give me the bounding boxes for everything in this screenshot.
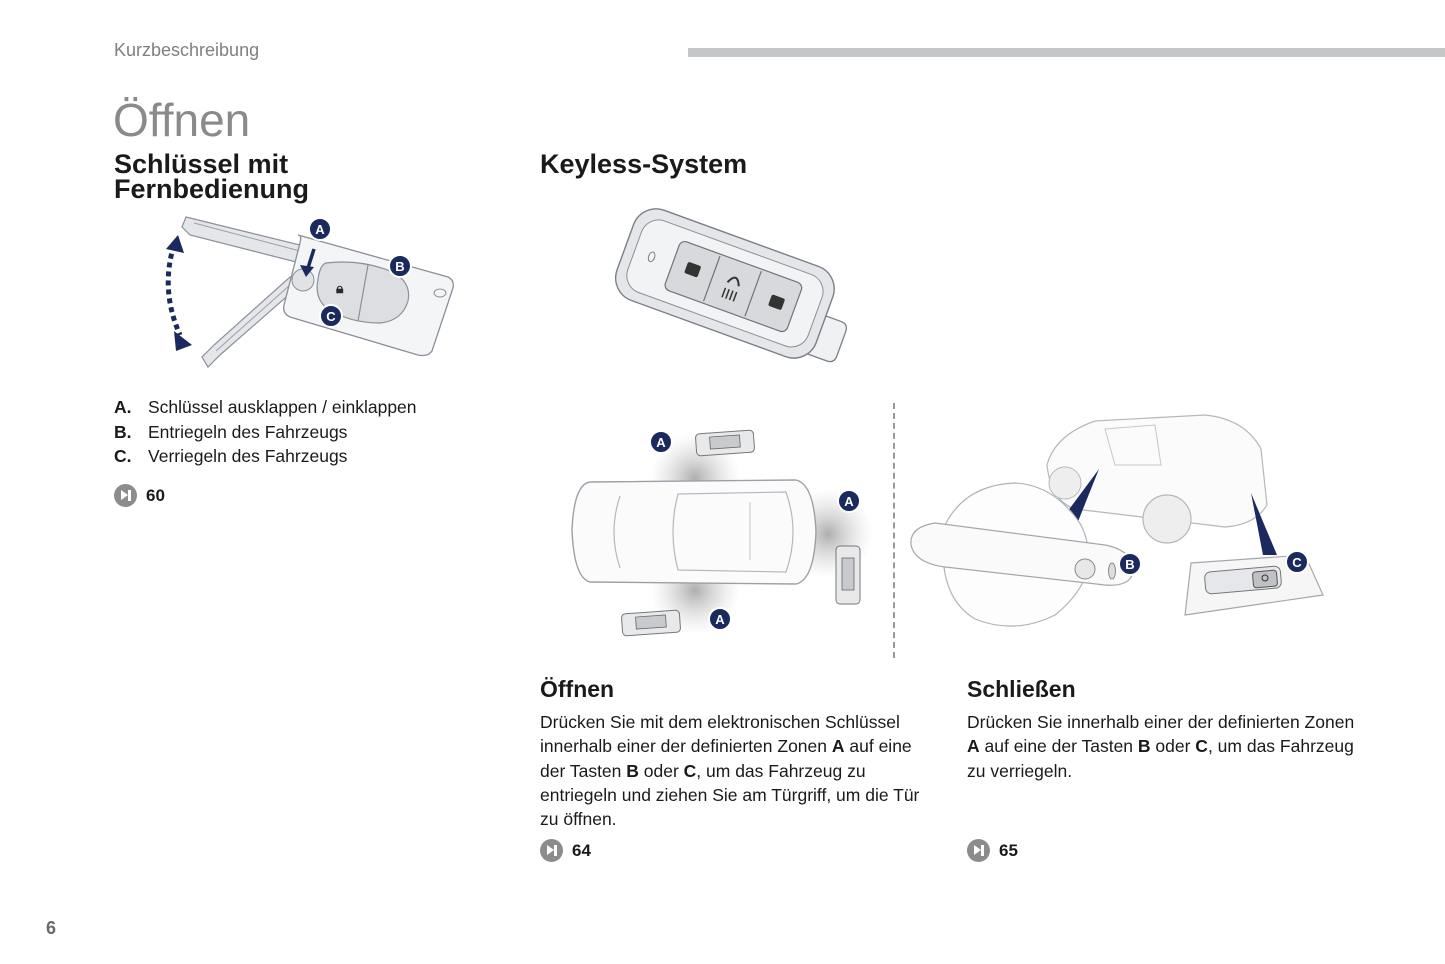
header-bar (688, 48, 1445, 57)
zone-ref: A (967, 736, 980, 757)
page-title: Öffnen (113, 94, 251, 146)
button-ref: B (626, 760, 639, 781)
legend-item: A. Schlüssel ausklappen / einklappen (114, 395, 417, 420)
close-text-part: auf eine der Tasten (979, 736, 1138, 757)
page-reference-number: 64 (572, 840, 591, 860)
open-description: Drücken Sie mit dem elektronischen Schlü… (540, 710, 935, 831)
page-reference-icon (967, 839, 990, 862)
remote-body: 🔒︎ (282, 234, 454, 357)
open-text-part: oder (638, 760, 684, 781)
callout-label: B (1125, 557, 1134, 572)
close-description: Drücken Sie innerhalb einer der definier… (967, 710, 1367, 783)
section-divider (893, 403, 895, 658)
open-text-part: , um das Fahrzeug zu entriegeln und zieh… (540, 760, 920, 830)
callout-c-tailgate: C (1285, 550, 1309, 574)
button-ref: C (683, 760, 697, 781)
callout-c: C (319, 304, 343, 328)
callout-label: C (1292, 555, 1302, 570)
car-top-view (571, 479, 817, 585)
remote-key-illustration: 🔒︎ A B C (165, 216, 454, 368)
legend-letter: A. (114, 397, 132, 417)
fob-icon (621, 609, 681, 637)
button-ref: B (1137, 736, 1151, 757)
key-blade-lower (201, 276, 301, 368)
key-blade-upper (181, 216, 314, 264)
remote-key-heading-line2: Fernbedienung (114, 174, 309, 204)
fob-icon (835, 545, 861, 605)
close-heading: Schließen (967, 676, 1076, 702)
page-reference-60[interactable]: 60 (114, 484, 165, 507)
remote-key-heading: Schlüssel mit Fernbedienung (114, 149, 309, 204)
callout-a: A (308, 217, 332, 241)
remote-key-legend: A. Schlüssel ausklappen / einklappen B. … (114, 395, 417, 469)
callout-zone-a-rear: A (837, 489, 861, 513)
door-handle (910, 482, 1134, 627)
car-side-view (1046, 414, 1268, 544)
legend-item: B. Entriegeln des Fahrzeugs (114, 420, 417, 445)
legend-text: Entriegeln des Fahrzeugs (148, 421, 348, 442)
callout-b: B (388, 254, 412, 278)
pointer-wedge (1251, 493, 1277, 555)
rotation-arrow-icon (165, 235, 192, 351)
callout-zone-a-side: A (708, 607, 732, 631)
callout-label: A (844, 494, 854, 509)
callout-label: A (715, 612, 725, 627)
open-text-part: Drücken Sie mit dem elektronischen Schlü… (540, 712, 900, 757)
zone-ref: A (831, 736, 845, 757)
page-reference-icon (540, 839, 563, 862)
page-reference-icon (114, 484, 137, 507)
lock-glyph: 🔒︎ (336, 280, 344, 296)
keyless-heading: Keyless-System (540, 149, 748, 179)
legend-text: Verriegeln des Fahrzeugs (148, 446, 348, 466)
page-reference-65[interactable]: 65 (967, 839, 1018, 862)
legend-letter: C. (114, 446, 132, 466)
close-text-part: , um das Fahrzeug zu verriegeln. (967, 736, 1354, 781)
open-heading: Öffnen (540, 676, 615, 702)
legend-letter: B. (114, 421, 132, 442)
callout-zone-a-front: A (649, 430, 673, 454)
remote-key-heading-line1: Schlüssel mit (114, 149, 289, 179)
page-number: 6 (46, 918, 57, 938)
keyless-fob-illustration (615, 208, 848, 363)
close-text-part: oder (1150, 736, 1196, 757)
button-ref: C (1195, 736, 1208, 757)
page-reference-64[interactable]: 64 (540, 839, 591, 862)
door-handle-tailgate-illustration: B C (910, 414, 1324, 627)
callout-label: A (656, 435, 666, 450)
fob-icon (695, 429, 755, 457)
legend-text: Schlüssel ausklappen / einklappen (148, 397, 417, 417)
section-label: Kurzbeschreibung (114, 40, 260, 60)
open-text-part: auf eine der Tasten (540, 736, 912, 781)
callout-a-label: A (315, 222, 325, 237)
page-reference-number: 60 (146, 485, 165, 505)
press-arrow-head (300, 265, 314, 277)
close-text-part: Drücken Sie innerhalb einer der definier… (967, 712, 1355, 732)
callout-b-handle: B (1118, 552, 1142, 576)
legend-item: C. Verriegeln des Fahrzeugs (114, 444, 417, 469)
callout-c-label: C (326, 309, 336, 324)
callout-b-label: B (395, 259, 404, 274)
keyless-zones-illustration: A A A (571, 429, 873, 637)
page-reference-number: 65 (999, 840, 1018, 860)
